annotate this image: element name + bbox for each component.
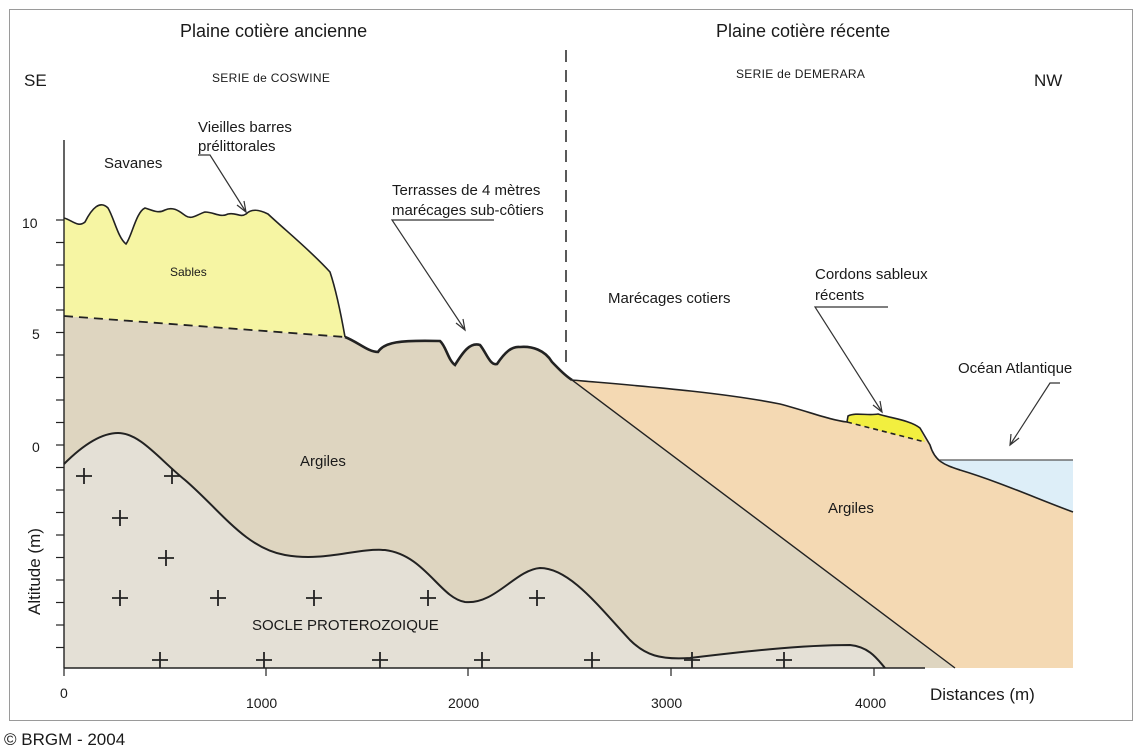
socle-cross xyxy=(420,590,436,606)
y-tick-10: 10 xyxy=(22,215,38,231)
arrowhead-cordons xyxy=(872,400,883,414)
socle-cross xyxy=(776,652,792,668)
direction-se: SE xyxy=(24,71,47,90)
socle-cross xyxy=(210,590,226,606)
socle-cross xyxy=(529,590,545,606)
cordons-base-dashed xyxy=(846,421,926,443)
label-terrasses-2: marécages sub-côtiers xyxy=(392,202,544,219)
left-series: SERIE de COSWINE xyxy=(212,71,330,85)
socle-cross xyxy=(684,652,700,668)
cordons-layer xyxy=(847,414,925,442)
label-marecages: Marécages cotiers xyxy=(608,290,731,307)
arrow-cordons xyxy=(813,306,888,413)
x-axis-label: Distances (m) xyxy=(930,685,1035,704)
label-sables: Sables xyxy=(170,265,207,279)
label-argiles-left: Argiles xyxy=(300,453,346,470)
socle-cross xyxy=(158,550,174,566)
direction-nw: NW xyxy=(1034,71,1062,90)
y-axis-label: Altitude (m) xyxy=(25,528,44,615)
label-savanes: Savanes xyxy=(104,155,162,172)
socle-cross xyxy=(164,468,180,484)
argiles-recent-layer xyxy=(572,380,1073,668)
socle-cross xyxy=(372,652,388,668)
surface-line-old xyxy=(63,204,346,338)
y-tick-5: 5 xyxy=(32,326,40,342)
y-minor-ticks xyxy=(56,219,64,649)
sables-base-dashed xyxy=(63,315,346,338)
arrowhead-vieilles xyxy=(236,200,247,214)
label-cordons-2: récents xyxy=(815,287,864,304)
label-vieilles-2: prélittorales xyxy=(198,138,276,155)
socle-cross xyxy=(112,510,128,526)
arrow-terrasses xyxy=(390,219,494,331)
socle-cross xyxy=(306,590,322,606)
x-tick-2000: 2000 xyxy=(448,695,479,711)
socle-cross xyxy=(152,652,168,668)
terraces-line xyxy=(344,335,573,382)
socle-cross xyxy=(256,652,272,668)
label-ocean: Océan Atlantique xyxy=(958,360,1072,377)
label-cordons-1: Cordons sableux xyxy=(815,266,928,283)
x-tick-1000: 1000 xyxy=(246,695,277,711)
socle-crosses xyxy=(76,468,792,668)
label-socle: SOCLE PROTEROZOIQUE xyxy=(252,617,439,634)
copyright: © BRGM - 2004 xyxy=(4,730,125,749)
clay-contact-line xyxy=(571,379,956,669)
sables-layer xyxy=(64,204,345,337)
x-ticks xyxy=(63,668,875,676)
x-tick-3000: 3000 xyxy=(651,695,682,711)
right-series: SERIE de DEMERARA xyxy=(736,67,865,81)
left-title: Plaine cotière ancienne xyxy=(180,21,367,41)
arrowhead-ocean xyxy=(1009,433,1020,447)
label-vieilles-1: Vieilles barres xyxy=(198,119,292,136)
argiles-old-layer xyxy=(64,316,955,668)
x-tick-0: 0 xyxy=(60,685,68,701)
label-terrasses-1: Terrasses de 4 mètres xyxy=(392,182,540,199)
label-argiles-right: Argiles xyxy=(828,500,874,517)
basement-line xyxy=(63,431,886,669)
socle-cross xyxy=(474,652,490,668)
socle-cross xyxy=(112,590,128,606)
socle-cross xyxy=(76,468,92,484)
arrow-vieilles xyxy=(198,154,247,213)
socle-cross xyxy=(584,652,600,668)
y-tick-0: 0 xyxy=(32,439,40,455)
arrowhead-terrasses xyxy=(455,318,466,332)
socle-layer xyxy=(64,433,885,668)
x-tick-4000: 4000 xyxy=(855,695,886,711)
arrow-ocean xyxy=(1009,382,1060,446)
leader-arrows xyxy=(198,154,1060,447)
layer-outlines xyxy=(63,50,1074,669)
recent-surface-line xyxy=(571,379,1074,513)
right-title: Plaine cotière récente xyxy=(716,21,890,41)
